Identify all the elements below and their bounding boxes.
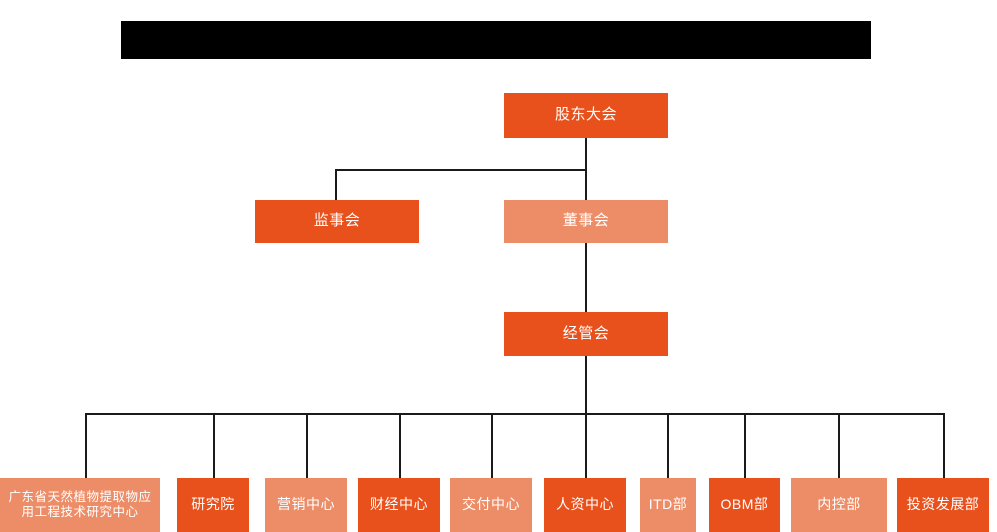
connector-drop-finance-center [399, 413, 401, 478]
connector-drop-investment-development-department [943, 413, 945, 478]
node-internal-control-department[interactable]: 内控部 [791, 478, 887, 532]
connector-drop-delivery-center [491, 413, 493, 478]
node-management-committee[interactable]: 经管会 [504, 312, 668, 356]
connector-board-to-management [585, 242, 587, 312]
connector-drop-itd-department [667, 413, 669, 478]
node-supervisory-board[interactable]: 监事会 [255, 200, 419, 243]
node-obm-department[interactable]: OBM部 [709, 478, 780, 532]
redacted-title-bar [121, 21, 871, 59]
node-finance-center[interactable]: 财经中心 [358, 478, 440, 532]
connector-drop-obm-department [744, 413, 746, 478]
node-itd-department[interactable]: ITD部 [640, 478, 696, 532]
node-research-institute[interactable]: 研究院 [177, 478, 249, 532]
connector-bus-to-board [585, 169, 587, 201]
connector-bus-to-supervisory [335, 169, 337, 201]
node-investment-development-department[interactable]: 投资发展部 [897, 478, 989, 532]
connector-drop-internal-control-department [838, 413, 840, 478]
node-board-of-directors[interactable]: 董事会 [504, 200, 668, 243]
connector-drop-marketing-center [306, 413, 308, 478]
connector-level2-bus [335, 169, 587, 171]
connector-drop-research-institute [213, 413, 215, 478]
node-guangdong-research-center[interactable]: 广东省天然植物提取物应 用工程技术研究中心 [0, 478, 160, 532]
node-delivery-center[interactable]: 交付中心 [450, 478, 532, 532]
node-hr-center[interactable]: 人资中心 [544, 478, 626, 532]
connector-management-to-bus [585, 356, 587, 415]
connector-drop-hr-center [585, 413, 587, 478]
connector-shareholders-to-bus [585, 138, 587, 171]
node-shareholders-meeting[interactable]: 股东大会 [504, 93, 668, 138]
connector-drop-guangdong-research-center [85, 413, 87, 478]
node-marketing-center[interactable]: 营销中心 [265, 478, 347, 532]
connector-departments-bus [85, 413, 944, 415]
